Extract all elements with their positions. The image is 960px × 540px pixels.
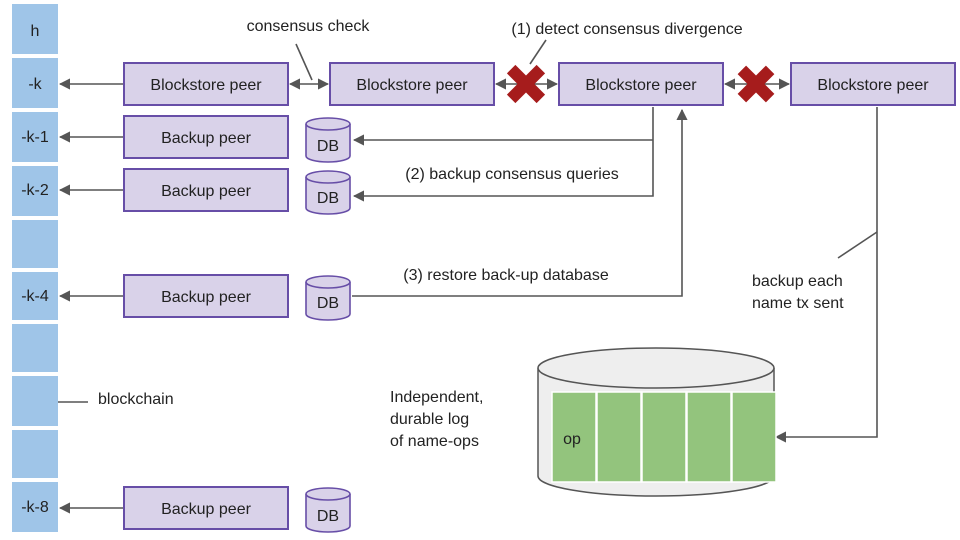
- peer-label: Blockstore peer: [585, 77, 697, 94]
- durable-log-store: op: [537, 347, 777, 497]
- block-k-2: [12, 166, 58, 216]
- backup-query-arrow: [352, 107, 654, 202]
- backup-tx-label-line1: backup each: [752, 273, 843, 290]
- block-k: [12, 58, 58, 108]
- block-label: h: [31, 23, 40, 40]
- block-h: [12, 4, 58, 54]
- block-k-8: [12, 482, 58, 532]
- peer-label: Blockstore peer: [817, 77, 929, 94]
- x-mark-icon: [737, 65, 775, 103]
- blockstore-peer[interactable]: Blockstore peer: [558, 62, 724, 106]
- block-k-6: [12, 376, 58, 426]
- peer-label: Backup peer: [161, 501, 252, 518]
- db-label: DB: [317, 295, 339, 312]
- db-cylinder-icon: DB: [305, 117, 351, 163]
- backup-peer[interactable]: Backup peer: [123, 115, 289, 159]
- peer-label: Backup peer: [161, 183, 252, 200]
- block-label: -k: [28, 76, 42, 93]
- db-cylinder-icon: DB: [305, 275, 351, 321]
- restore-db-label: (3) restore back-up database: [403, 267, 609, 284]
- backup-peer[interactable]: Backup peer: [123, 274, 289, 318]
- blockstore-peer[interactable]: Blockstore peer: [123, 62, 289, 106]
- consensus-check-label: consensus check: [247, 18, 371, 35]
- op-cell: [731, 391, 777, 483]
- block-label: -k-2: [21, 182, 49, 199]
- blockchain-label: blockchain: [98, 391, 174, 408]
- detect-divergence-label: (1) detect consensus divergence: [511, 21, 742, 38]
- backup-queries-label: (2) backup consensus queries: [405, 166, 618, 183]
- log-label-line3: of name-ops: [390, 433, 479, 450]
- backup-tx-pointer: [837, 231, 878, 259]
- block-label: -k-4: [21, 288, 49, 305]
- blockstore-peer[interactable]: Blockstore peer: [790, 62, 956, 106]
- peer-label: Backup peer: [161, 289, 252, 306]
- op-cell: [641, 391, 687, 483]
- db-cylinder-icon: DB: [305, 487, 351, 533]
- db-label: DB: [317, 138, 339, 155]
- op-cell: [596, 391, 642, 483]
- divergence-pointer: [529, 39, 547, 65]
- x-mark-icon: [506, 64, 546, 104]
- blockchain-column: h -k -k-1 -k-2 -k-4 -k-8 blockchain: [12, 4, 174, 532]
- backup-tx-arrow: [774, 107, 878, 443]
- block-label: -k-1: [21, 129, 49, 146]
- backup-peer[interactable]: Backup peer: [123, 486, 289, 530]
- block-k-1: [12, 112, 58, 162]
- restore-arrow: [352, 108, 688, 297]
- op-cell: [551, 391, 597, 483]
- db-label: DB: [317, 508, 339, 525]
- consensus-check-pointer: [295, 43, 313, 81]
- op-label: op: [563, 431, 581, 448]
- op-cell: [686, 391, 732, 483]
- block-k-7: [12, 430, 58, 478]
- blockstore-peer[interactable]: Blockstore peer: [329, 62, 495, 106]
- peer-label: Blockstore peer: [150, 77, 262, 94]
- backup-peer[interactable]: Backup peer: [123, 168, 289, 212]
- peer-label: Blockstore peer: [356, 77, 468, 94]
- log-label-line1: Independent,: [390, 389, 483, 406]
- db-label: DB: [317, 190, 339, 207]
- db-cylinder-icon: DB: [305, 170, 351, 215]
- block-k-3: [12, 220, 58, 268]
- peer-label: Backup peer: [161, 130, 252, 147]
- block-k-4: [12, 272, 58, 320]
- block-k-5: [12, 324, 58, 372]
- log-label-line2: durable log: [390, 411, 469, 428]
- block-label: -k-8: [21, 499, 49, 516]
- backup-tx-label-line2: name tx sent: [752, 295, 844, 312]
